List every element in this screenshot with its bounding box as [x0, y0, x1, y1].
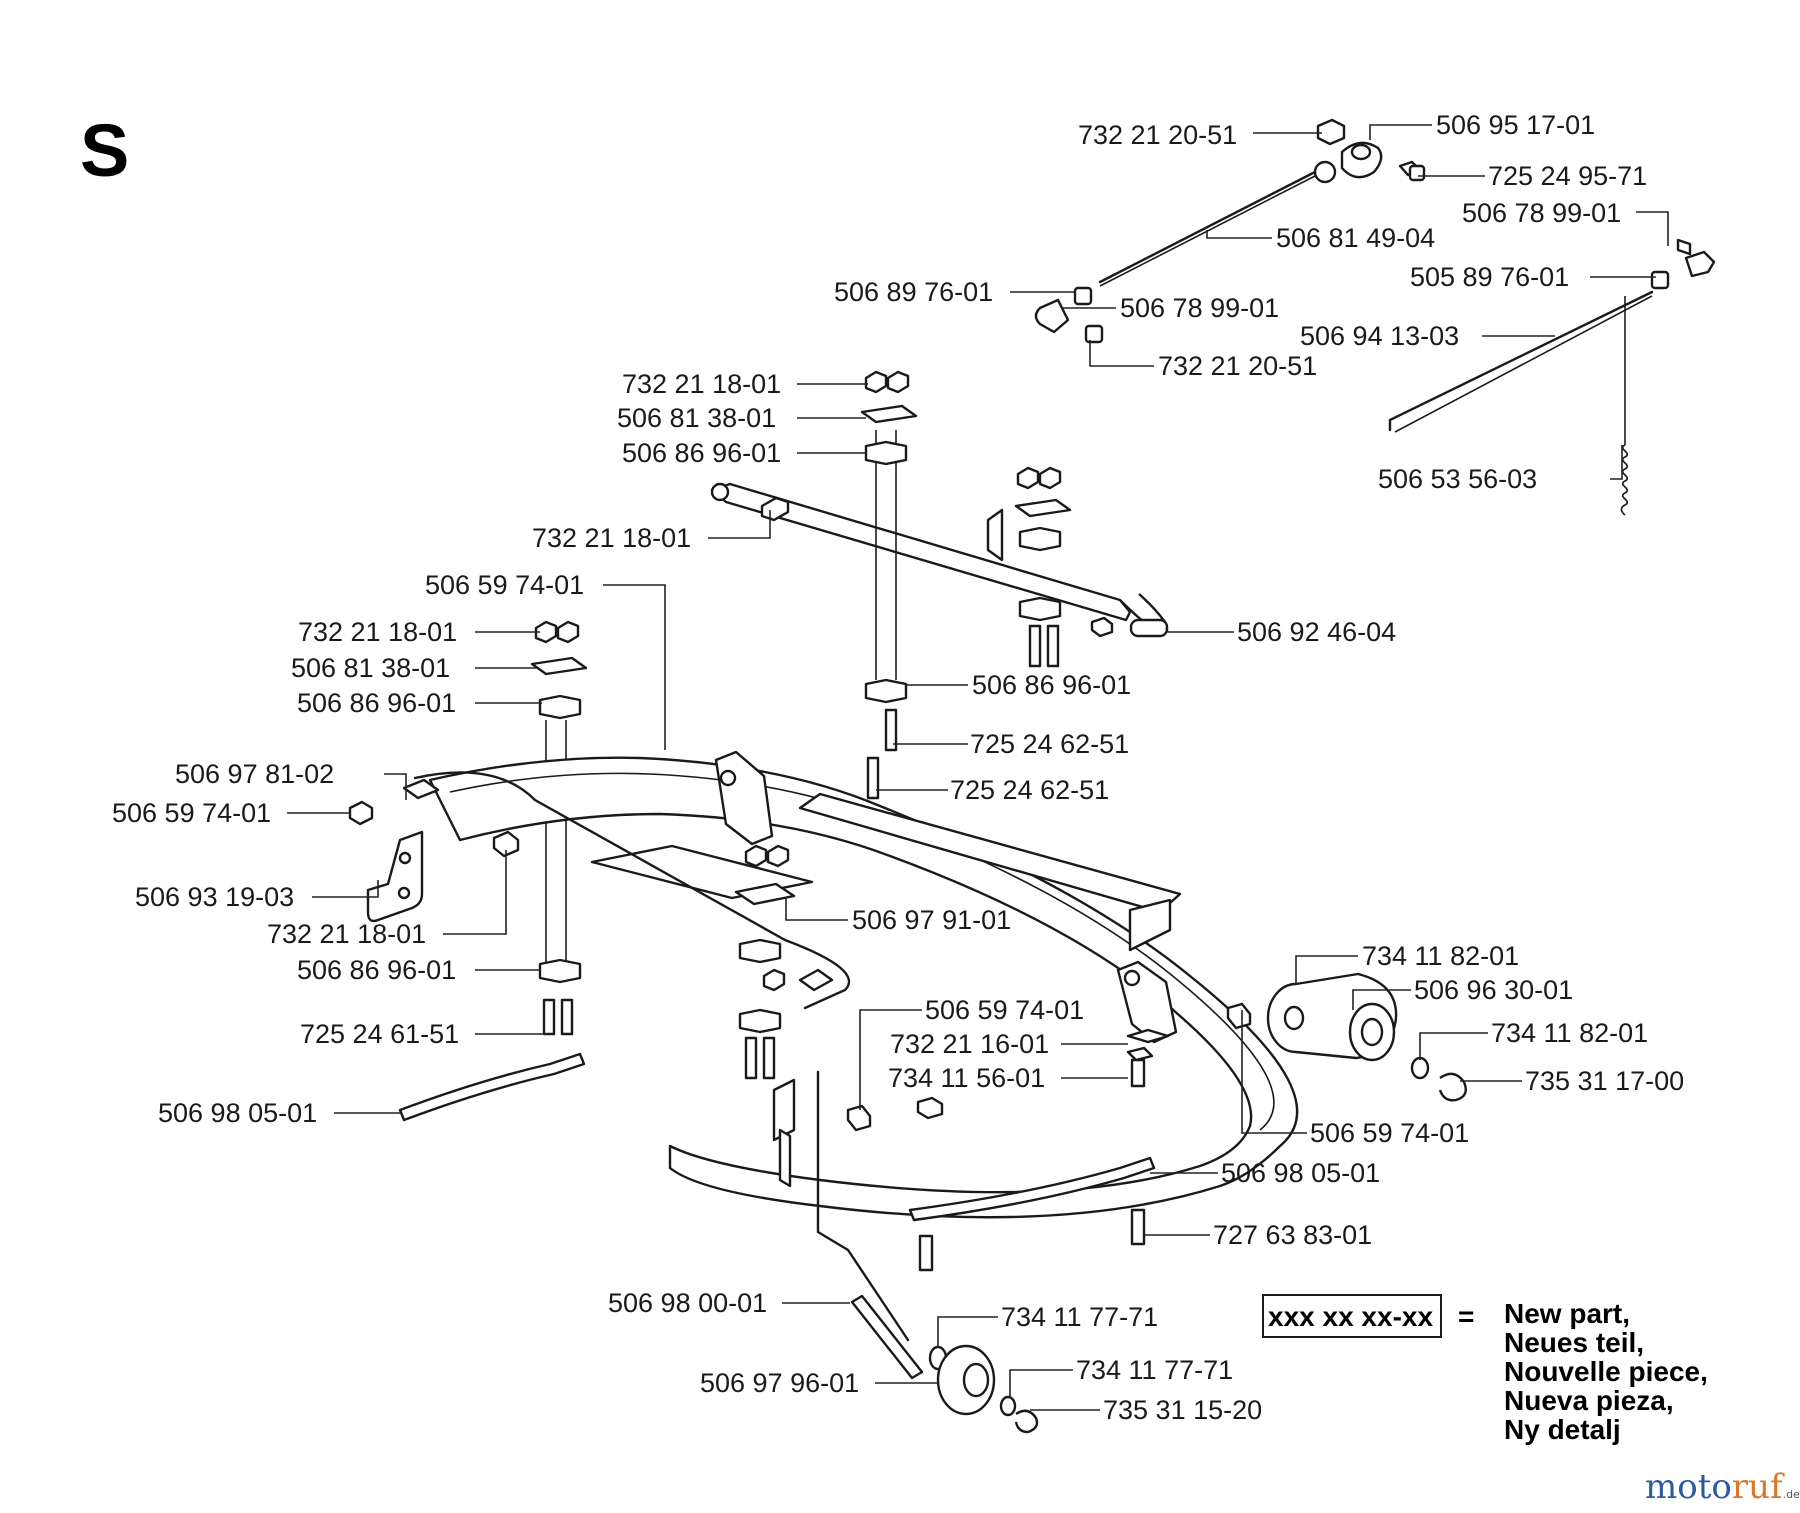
- legend-code-box: [1262, 1294, 1442, 1338]
- part-label: 506 92 46-04: [1237, 617, 1396, 647]
- part-label: 506 59 74-01: [112, 798, 271, 828]
- part-label: 734 11 82-01: [1362, 941, 1519, 971]
- center-bracket-stack: [734, 844, 834, 1080]
- part-label: 734 11 77-71: [1001, 1302, 1158, 1332]
- part-label: 734 11 82-01: [1491, 1018, 1648, 1048]
- left-stud-column: [530, 620, 588, 1036]
- part-label: 506 59 74-01: [1310, 1118, 1469, 1148]
- part-label: 506 86 96-01: [622, 438, 781, 468]
- part-label: 732 21 18-01: [532, 523, 691, 553]
- part-label: 725 24 62-51: [970, 729, 1129, 759]
- part-label: 732 21 20-51: [1078, 120, 1237, 150]
- part-label: 506 98 05-01: [1221, 1158, 1380, 1188]
- right-stud-cluster: [1014, 466, 1072, 668]
- part-label: 725 24 62-51: [950, 775, 1109, 805]
- part-label: 732 21 18-01: [267, 919, 426, 949]
- part-label: 506 98 00-01: [608, 1288, 767, 1318]
- part-label: 506 81 49-04: [1276, 223, 1435, 253]
- legend-line: Nueva pieza,: [1504, 1385, 1674, 1416]
- part-label: 732 21 16-01: [890, 1029, 1049, 1059]
- legend-code: xxx xx xx-xx: [1268, 1301, 1433, 1332]
- lever-bar: [710, 482, 1169, 638]
- part-label: 506 97 96-01: [700, 1368, 859, 1398]
- legend-line: Neues teil,: [1504, 1327, 1644, 1358]
- legend-equals: =: [1458, 1301, 1474, 1332]
- part-label: 506 97 91-01: [852, 905, 1011, 935]
- part-label: 506 96 30-01: [1414, 975, 1573, 1005]
- part-label: 506 78 99-01: [1120, 293, 1279, 323]
- part-label: 506 81 38-01: [291, 653, 450, 683]
- part-label: 735 31 15-20: [1103, 1395, 1262, 1425]
- part-label: 506 93 19-03: [135, 882, 294, 912]
- left-bracket: [348, 771, 851, 1010]
- part-label: 725 24 95-71: [1488, 161, 1647, 191]
- part-label: 506 95 17-01: [1436, 110, 1595, 140]
- part-label: 506 78 99-01: [1462, 198, 1621, 228]
- part-drawings: [348, 118, 1716, 1434]
- part-label: 506 59 74-01: [425, 570, 584, 600]
- part-label: 725 24 61-51: [300, 1019, 459, 1049]
- rear-roller: [1266, 972, 1467, 1102]
- part-label: 506 97 81-02: [175, 759, 334, 789]
- middle-stud-column: [860, 370, 918, 800]
- legend-line: Nouvelle piece,: [1504, 1356, 1708, 1387]
- support-straps: [398, 1052, 1156, 1222]
- new-part-legend: xxx xx xx-xx = New part, Neues teil, Nou…: [1262, 1294, 1708, 1445]
- part-label: 506 94 13-03: [1300, 321, 1459, 351]
- part-label: 506 89 76-01: [834, 277, 993, 307]
- part-label: 506 53 56-03: [1378, 464, 1537, 494]
- part-label: 732 21 20-51: [1158, 351, 1317, 381]
- part-label: 505 89 76-01: [1410, 262, 1569, 292]
- upper-link-rod-assembly: [1034, 118, 1426, 344]
- leader-lines: [287, 124, 1669, 1411]
- watermark-logo: motoruf.de: [1645, 1467, 1800, 1507]
- part-label: 732 21 18-01: [622, 369, 781, 399]
- part-label: 506 81 38-01: [617, 403, 776, 433]
- legend-line: Ny detalj: [1504, 1414, 1621, 1445]
- part-label: 506 59 74-01: [925, 995, 1084, 1025]
- right-link-rod-assembly: [1388, 238, 1716, 516]
- part-label: 506 86 96-01: [297, 955, 456, 985]
- part-label: 732 21 18-01: [298, 617, 457, 647]
- watermark-text: motoruf.de: [1645, 1467, 1800, 1507]
- part-label: 734 11 77-71: [1076, 1355, 1233, 1385]
- frame-bolts: [846, 1002, 1252, 1272]
- front-roller: [816, 1070, 1039, 1434]
- deck-frame: [428, 750, 1299, 1219]
- part-label: 506 86 96-01: [297, 688, 456, 718]
- part-label: 727 63 83-01: [1213, 1220, 1372, 1250]
- part-label: 506 86 96-01: [972, 670, 1131, 700]
- section-letter: S: [80, 109, 129, 192]
- part-label: 735 31 17-00: [1525, 1066, 1684, 1096]
- legend-line: New part,: [1504, 1298, 1630, 1329]
- part-label: 734 11 56-01: [888, 1063, 1045, 1093]
- part-label: 506 98 05-01: [158, 1098, 317, 1128]
- part-number-labels: 732 21 20-51 506 95 17-01 725 24 95-71 5…: [112, 110, 1684, 1425]
